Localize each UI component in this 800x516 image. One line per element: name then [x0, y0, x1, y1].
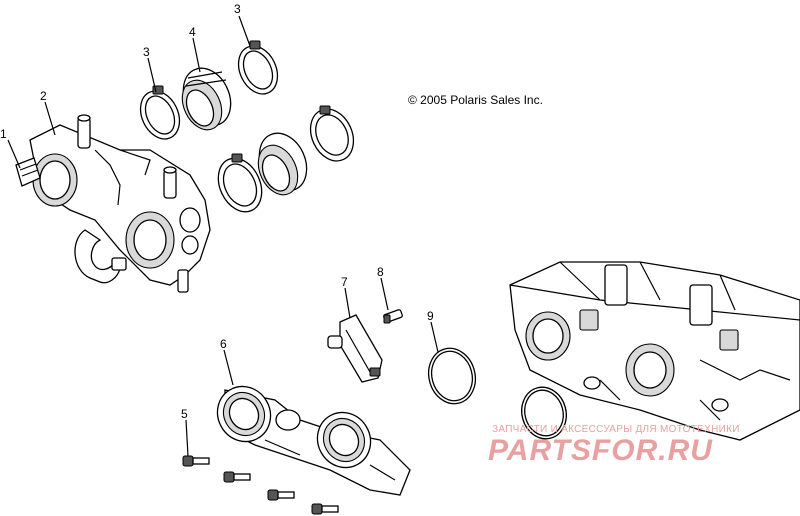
intake-boot-lower: [257, 132, 308, 196]
callout-labels: 1 2 3 4 3 5 6 7 8 9: [0, 2, 434, 421]
boot-clamp-lower-left: [217, 153, 263, 213]
map-sensor: [327, 314, 383, 383]
boot-clamp-upper-left: [139, 85, 181, 140]
watermark-logo: PARTSFOR.RU: [488, 434, 713, 467]
bolt-3: [267, 489, 295, 501]
watermark-tagline: ЗАПЧАСТИ И АКСЕССУАРЫ ДЛЯ МОТОТЕХНИКИ: [492, 424, 740, 435]
callout-3-right: 3: [234, 2, 241, 16]
boot-clamp-upper-right: [237, 40, 279, 95]
bolt-4: [311, 503, 339, 515]
callout-5: 5: [181, 407, 188, 421]
callout-6: 6: [220, 337, 227, 351]
intake-boot-upper: [181, 67, 232, 131]
throttle-body-assembly: [15, 114, 211, 293]
callout-8: 8: [377, 265, 384, 279]
o-ring-lower: [521, 386, 567, 440]
copyright-notice: © 2005 Polaris Sales Inc.: [408, 93, 543, 107]
callout-7: 7: [341, 275, 348, 289]
callout-1: 1: [0, 127, 7, 141]
boot-clamp-lower-right: [309, 105, 355, 162]
cylinder-head: [509, 261, 800, 441]
callout-9: 9: [427, 309, 434, 323]
callout-2: 2: [40, 89, 47, 103]
intake-manifold: [216, 385, 411, 496]
o-ring-upper: [427, 347, 477, 405]
sensor-screw: [383, 309, 403, 324]
bolt-2: [223, 471, 251, 483]
bolt-1: [182, 455, 210, 467]
leader-lines: [7, 15, 439, 457]
callout-4: 4: [189, 25, 196, 39]
callout-3-left: 3: [143, 45, 150, 59]
manifold-bolts: [182, 455, 339, 515]
